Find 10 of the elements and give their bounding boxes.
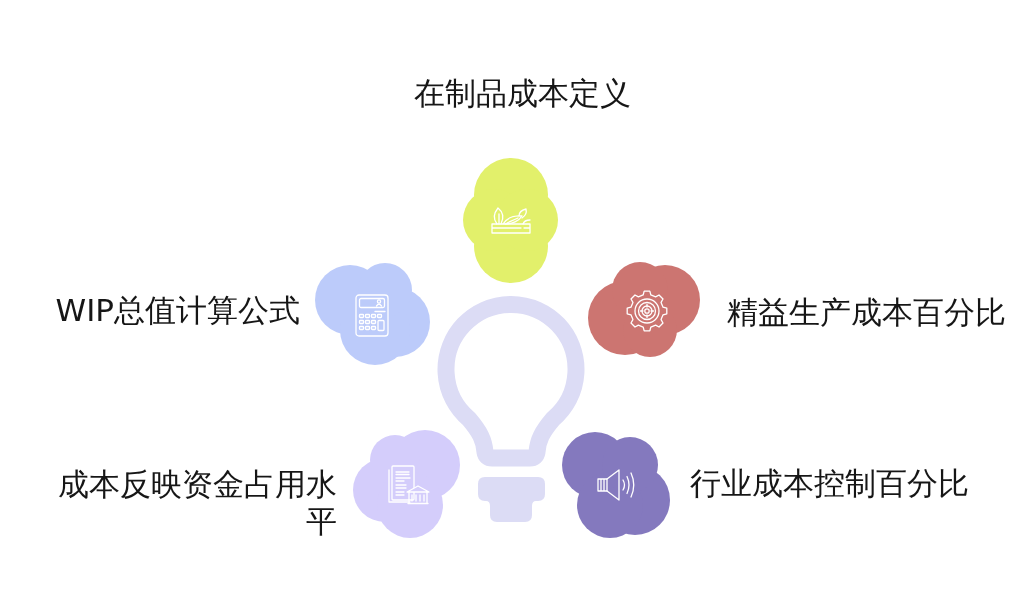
topic-text: WIP总值计算公式	[55, 292, 300, 329]
topic-text: 精益生产成本百分比	[727, 294, 1006, 331]
cloud-shape	[588, 262, 700, 357]
cloud-shape	[353, 430, 460, 538]
cloud-shape	[315, 263, 430, 365]
topic-text: 行业成本控制百分比	[690, 465, 969, 502]
topic-text: 成本反映资金占用水平	[57, 466, 337, 540]
cloud-shape	[463, 158, 558, 283]
topic-text: 在制品成本定义	[413, 75, 631, 112]
cloud-shape	[562, 432, 670, 538]
